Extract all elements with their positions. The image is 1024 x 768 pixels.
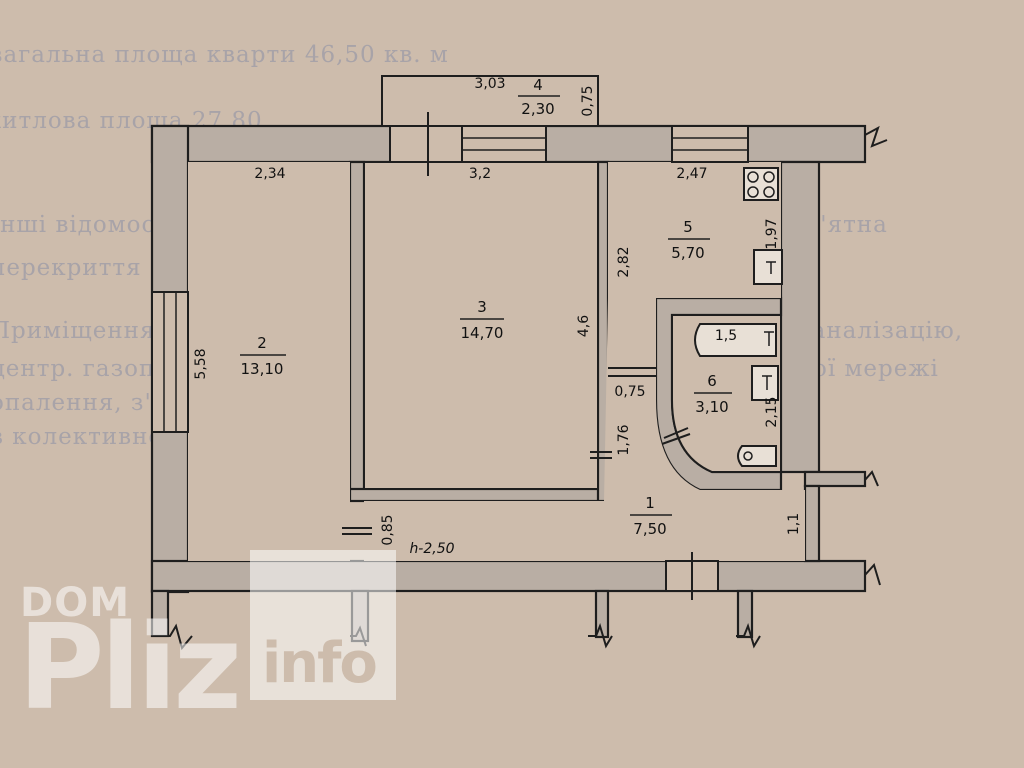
washbasin-icon bbox=[751, 365, 779, 401]
room-6-area: 3,10 bbox=[695, 398, 728, 416]
watermark-box bbox=[250, 550, 396, 700]
dimension-label: 1,5 bbox=[715, 328, 737, 344]
room-1-area: 7,50 bbox=[633, 520, 666, 538]
dimension-label: 3,2 bbox=[469, 166, 491, 182]
wall-right-step bbox=[803, 470, 867, 488]
room-3-interior bbox=[363, 161, 599, 490]
room-2-area: 13,10 bbox=[241, 360, 284, 378]
break-mark-icon bbox=[864, 125, 888, 148]
break-mark-icon bbox=[864, 470, 879, 487]
room-5-area: 5,70 bbox=[671, 244, 704, 262]
dimension-label: 0,85 bbox=[380, 514, 396, 545]
dimension-label: 4,6 bbox=[576, 315, 592, 337]
dimension-label: 2,34 bbox=[254, 166, 285, 182]
window bbox=[151, 291, 189, 433]
dimension-label: 5,58 bbox=[193, 348, 209, 379]
room-2-interior bbox=[188, 162, 350, 561]
wall-2-3 bbox=[348, 160, 366, 501]
dimension-labels: 3,03 0,75 2,34 3,2 2,47 5,58 2,82 4,6 1,… bbox=[193, 76, 802, 557]
room-3-area: 14,70 bbox=[461, 324, 504, 342]
room-6-number: 6 bbox=[707, 372, 717, 390]
room-1-number: 1 bbox=[645, 494, 655, 512]
break-mark-icon bbox=[864, 563, 881, 586]
room-1-interior bbox=[364, 298, 805, 561]
wall-right bbox=[779, 160, 821, 474]
room-3-number: 3 bbox=[477, 298, 487, 316]
room-5-number: 5 bbox=[683, 218, 693, 236]
window bbox=[461, 125, 547, 163]
room-labels: 4 2,30 2 13,10 3 14,70 5 5,70 6 3,10 1 7… bbox=[240, 76, 732, 538]
bathtub-icon bbox=[694, 323, 777, 357]
balcony-door bbox=[389, 125, 463, 163]
wall-3-bottom bbox=[348, 487, 606, 503]
door-marks bbox=[342, 367, 691, 535]
balcony-outline bbox=[381, 75, 599, 127]
dimension-label: 1,1 bbox=[786, 513, 802, 535]
break-mark-icon bbox=[736, 622, 761, 649]
wall-right-lower bbox=[803, 484, 821, 563]
watermark-logo: Pliz bbox=[18, 598, 242, 736]
dimension-label: 1,97 bbox=[764, 218, 780, 249]
watermark-dom: DOM bbox=[20, 580, 131, 626]
room-2-number: 2 bbox=[257, 334, 267, 352]
dimension-label: 0,75 bbox=[580, 85, 596, 116]
break-mark-icon bbox=[588, 622, 613, 649]
windows bbox=[151, 112, 749, 600]
dimension-label: 3,03 bbox=[474, 76, 505, 92]
fixtures bbox=[694, 167, 783, 467]
ceiling-height-label: h-2,50 bbox=[409, 541, 454, 557]
break-marks bbox=[160, 125, 888, 651]
dimension-label: 1,76 bbox=[616, 424, 632, 455]
watermark-info: info bbox=[262, 631, 378, 696]
background-text-line: загальна площа кварти 46,50 кв. м bbox=[0, 42, 449, 68]
kitchen-sink-icon bbox=[753, 249, 783, 285]
break-mark-icon bbox=[160, 623, 193, 651]
dimension-label: 2,15 bbox=[764, 396, 780, 427]
window bbox=[671, 125, 749, 163]
dimension-label: 2,82 bbox=[616, 246, 632, 277]
room-4-number: 4 bbox=[533, 76, 543, 94]
room-4-area: 2,30 bbox=[521, 100, 554, 118]
dimension-label: 2,47 bbox=[676, 166, 707, 182]
toilet-icon bbox=[737, 445, 777, 467]
dimension-label: 0,75 bbox=[614, 384, 645, 400]
wall-stub bbox=[594, 589, 610, 639]
